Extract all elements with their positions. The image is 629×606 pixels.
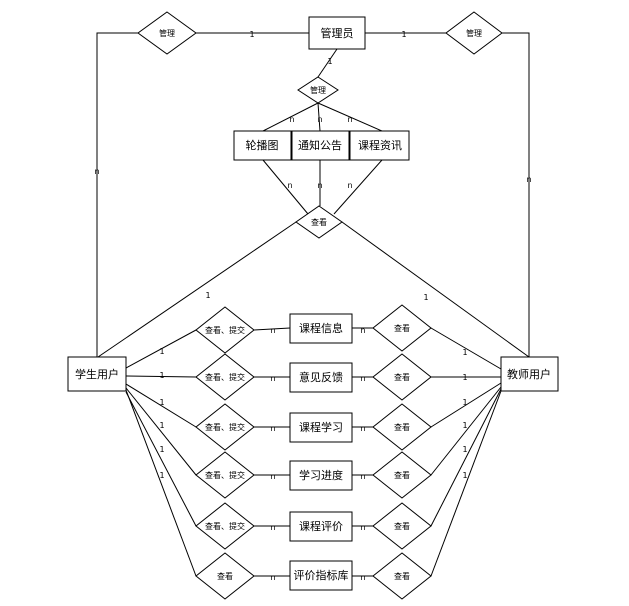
entity-index-lib: 评价指标库	[289, 560, 353, 591]
entity-evaluation: 课程评价	[289, 511, 353, 542]
relation-view-teacher-5: 查看	[372, 502, 432, 550]
entity-student: 学生用户	[67, 356, 127, 392]
relation-view-teacher-5-label: 查看	[394, 521, 410, 531]
entity-evaluation-label: 课程评价	[299, 520, 343, 533]
entity-progress-label: 学习进度	[299, 468, 343, 482]
relation-view-submit-1: 查看、提交	[195, 306, 255, 354]
card-entity-row5: n	[270, 523, 275, 532]
relation-view-submit-3: 查看、提交	[195, 403, 255, 451]
card-teacher-row4: 1	[462, 421, 467, 430]
card-entity-row4: n	[270, 472, 275, 481]
relation-view-teacher-4: 查看	[372, 451, 432, 499]
relation-view-submit-2-label: 查看、提交	[205, 372, 245, 382]
card-teacher-row2: 1	[462, 373, 467, 382]
card-news-view: n	[347, 181, 352, 190]
entity-feedback-label: 意见反馈	[299, 370, 343, 384]
card-entity-row6: n	[270, 573, 275, 582]
card-view-row1: n	[360, 326, 365, 335]
relation-view-teacher-3: 查看	[372, 403, 432, 451]
relation-view-teacher-4-label: 查看	[394, 470, 410, 480]
card-carousel-view: n	[287, 181, 292, 190]
cardinality-labels: 1 1 n n 1 n n n n n n 1 1 1 1 1 1 1 1 n …	[94, 30, 531, 582]
relation-view-submit-3-label: 查看、提交	[205, 422, 245, 432]
entity-course-study-label: 课程学习	[299, 420, 343, 434]
connectors	[68, 32, 530, 577]
relation-view-student-6: 查看	[195, 552, 255, 600]
card-mid-notice: n	[317, 115, 322, 124]
entity-progress: 学习进度	[289, 460, 353, 491]
relation-manage-left: 管理	[137, 11, 197, 55]
entity-teacher-label: 教师用户	[507, 367, 551, 381]
card-left-student: n	[94, 167, 99, 176]
card-student-row6: 1	[159, 471, 164, 480]
card-teacher-row1: 1	[462, 348, 467, 357]
entity-course-info: 课程信息	[289, 313, 353, 344]
relation-view-teacher-6: 查看	[372, 552, 432, 600]
entity-admin-label: 管理员	[321, 26, 354, 40]
relation-view-teacher-1-label: 查看	[394, 323, 410, 333]
relation-view-student-6-label: 查看	[217, 571, 233, 581]
relation-view-submit-5: 查看、提交	[195, 502, 255, 550]
card-right-teacher: n	[526, 175, 531, 184]
entity-news: 课程资讯	[349, 130, 410, 161]
entity-notice-label: 通知公告	[298, 138, 342, 152]
card-view-teacher: 1	[423, 293, 428, 302]
card-notice-view: n	[317, 181, 322, 190]
card-view-row4: n	[360, 472, 365, 481]
entity-index-lib-label: 评价指标库	[294, 568, 349, 582]
card-view-student: 1	[205, 291, 210, 300]
relation-view-center-label: 查看	[311, 217, 327, 227]
card-student-row1: 1	[159, 347, 164, 356]
entity-admin: 管理员	[308, 16, 366, 50]
card-admin-left: 1	[249, 30, 254, 39]
relation-manage-left-label: 管理	[159, 28, 175, 38]
card-admin-right: 1	[401, 30, 406, 39]
relation-view-submit-4-label: 查看、提交	[205, 470, 245, 480]
entity-feedback: 意见反馈	[289, 362, 353, 393]
relation-view-submit-5-label: 查看、提交	[205, 521, 245, 531]
entity-news-label: 课程资讯	[358, 139, 402, 152]
card-view-row6: n	[360, 573, 365, 582]
relation-view-teacher-2-label: 查看	[394, 372, 410, 382]
card-entity-row3: n	[270, 424, 275, 433]
relation-manage-mid: 管理	[297, 76, 339, 104]
relation-view-submit-4: 查看、提交	[195, 451, 255, 499]
card-mid-news: n	[347, 115, 352, 124]
entity-notice: 通知公告	[291, 130, 350, 161]
entity-carousel: 轮播图	[233, 130, 292, 161]
relation-view-submit-2: 查看、提交	[195, 353, 255, 401]
entity-teacher: 教师用户	[500, 356, 559, 392]
relation-view-teacher-6-label: 查看	[394, 571, 410, 581]
entity-course-info-label: 课程信息	[299, 321, 343, 335]
relation-view-teacher-1: 查看	[372, 304, 432, 352]
relation-manage-mid-label: 管理	[310, 85, 326, 95]
entity-student-label: 学生用户	[75, 367, 119, 381]
card-view-row5: n	[360, 523, 365, 532]
card-admin-mid: 1	[327, 57, 332, 66]
entity-course-study: 课程学习	[289, 412, 353, 443]
card-mid-carousel: n	[289, 115, 294, 124]
relation-view-center: 查看	[295, 205, 343, 239]
card-teacher-row3: 1	[462, 398, 467, 407]
card-teacher-row6: 1	[462, 471, 467, 480]
relation-manage-right-label: 管理	[466, 28, 482, 38]
card-student-row4: 1	[159, 421, 164, 430]
entity-carousel-label: 轮播图	[246, 138, 279, 152]
card-student-row5: 1	[159, 445, 164, 454]
card-teacher-row5: 1	[462, 445, 467, 454]
card-view-row3: n	[360, 424, 365, 433]
card-student-row2: 1	[159, 371, 164, 380]
card-entity-row2: n	[270, 374, 275, 383]
relation-manage-right: 管理	[445, 11, 503, 55]
card-entity-row1: n	[270, 326, 275, 335]
relation-view-submit-1-label: 查看、提交	[205, 325, 245, 335]
relation-view-teacher-3-label: 查看	[394, 422, 410, 432]
card-student-row3: 1	[159, 398, 164, 407]
relation-view-teacher-2: 查看	[372, 353, 432, 401]
card-view-row2: n	[360, 374, 365, 383]
